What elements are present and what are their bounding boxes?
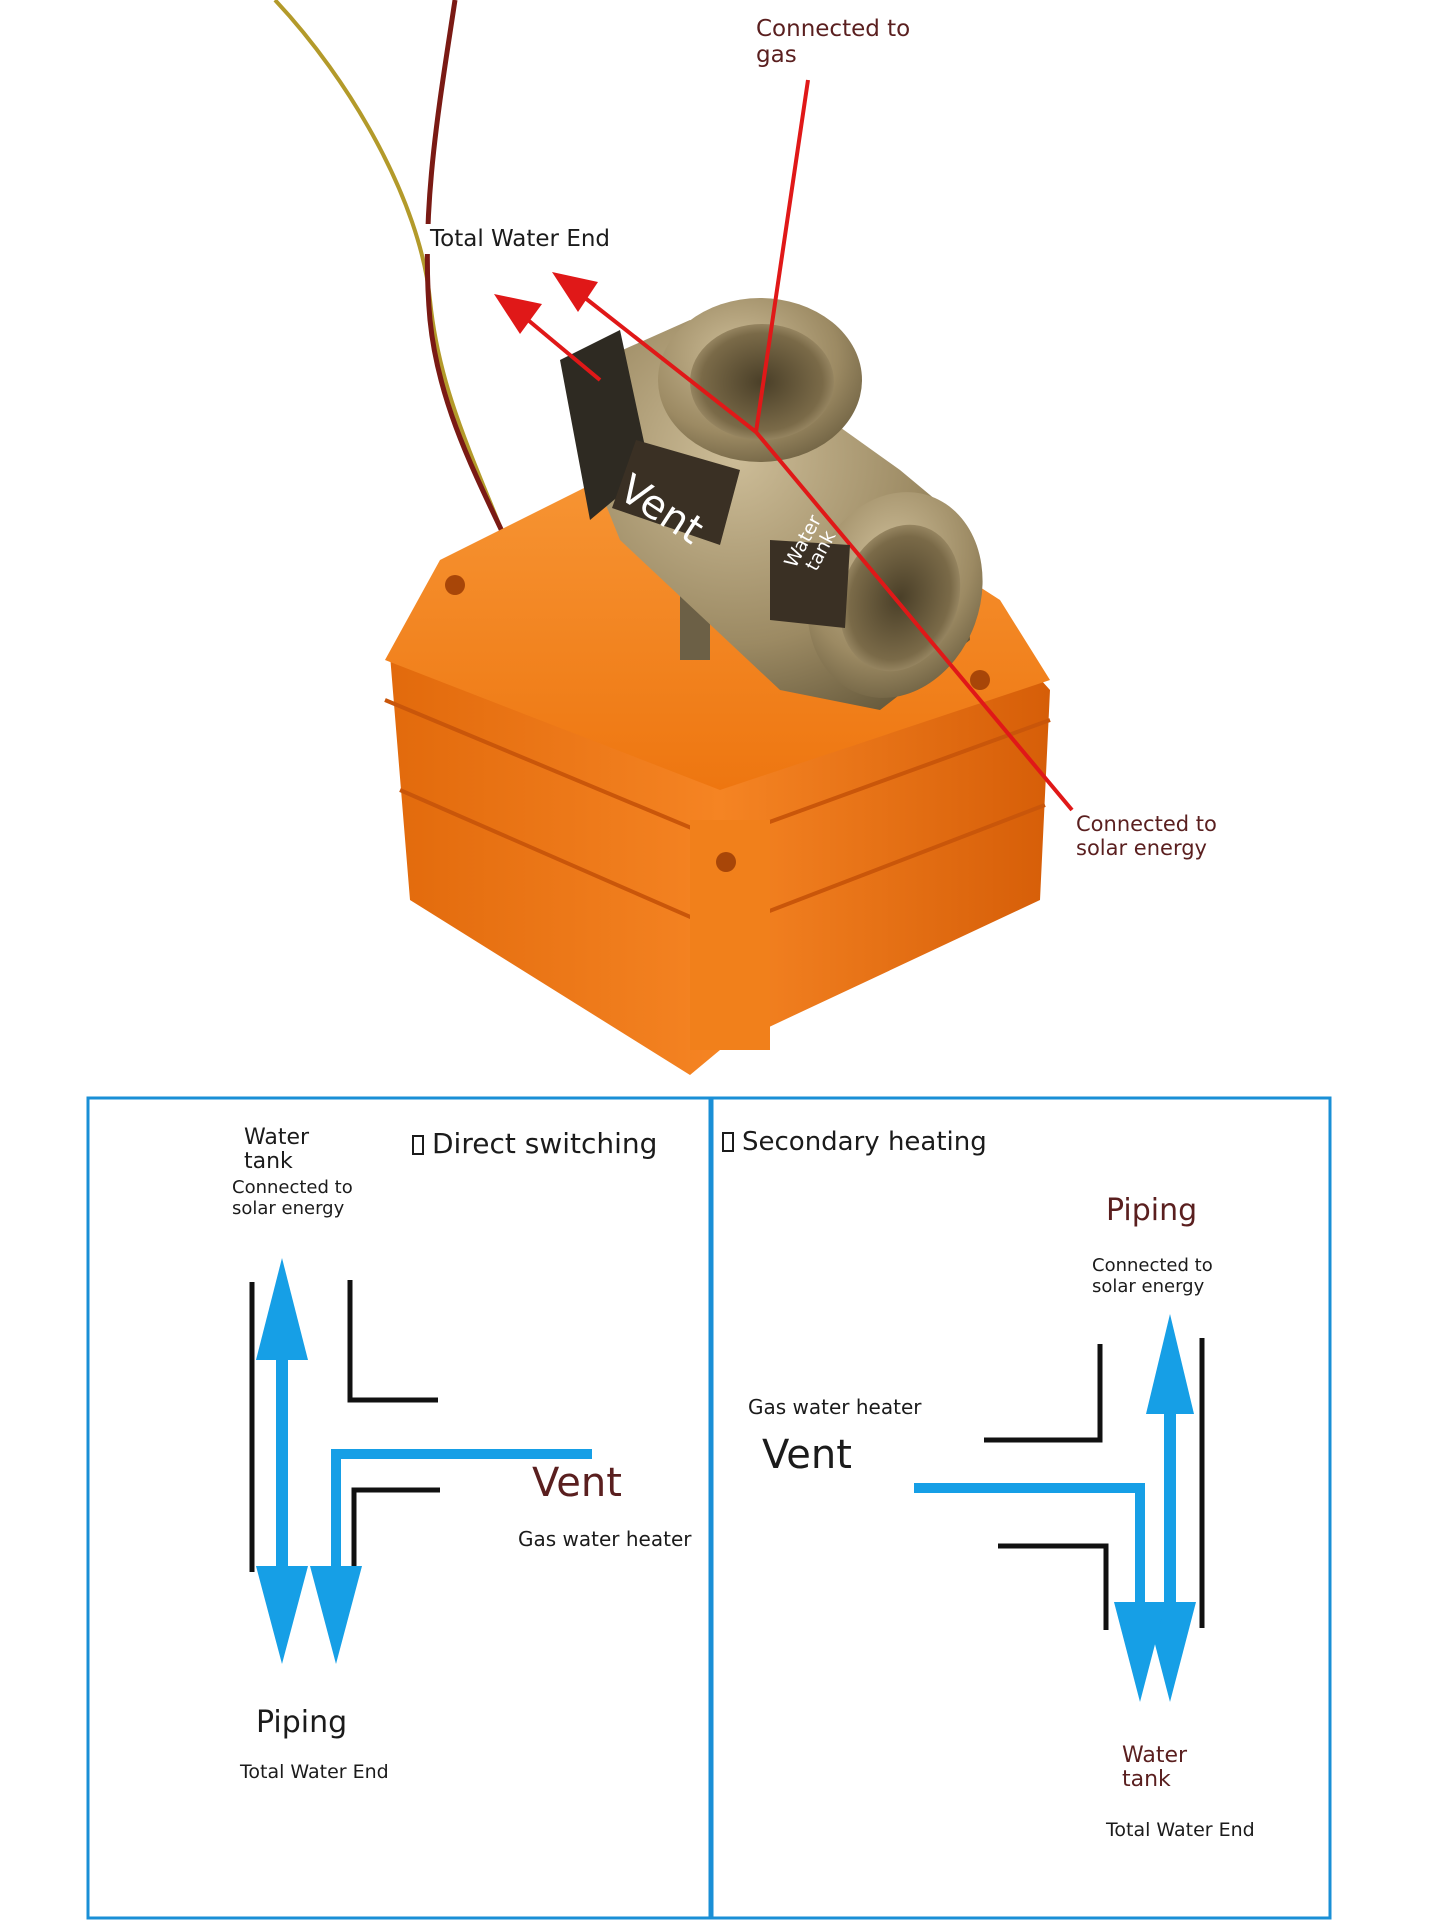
right-diagram: [710, 1096, 1332, 1920]
left-flow-vent: [331, 1449, 592, 1576]
right-wall-upper-elbow: [984, 1344, 1103, 1443]
right-label-solar: Connected to solar energy: [1092, 1255, 1213, 1297]
left-label-vent: Vent: [532, 1460, 622, 1506]
right-diagram-title: Secondary heating: [722, 1127, 987, 1158]
right-arrow-down-2: [1114, 1602, 1166, 1702]
left-arrow-up: [256, 1258, 308, 1360]
left-diagram: [86, 1096, 712, 1920]
left-diagram-title: Direct switching: [412, 1127, 658, 1160]
label-connected-gas: Connected to gas: [756, 16, 911, 69]
label-total-water-end-photo: Total Water End: [424, 224, 617, 255]
tank-tag: [770, 540, 850, 628]
left-title-text: Direct switching: [432, 1127, 658, 1160]
right-label-piping: Piping: [1106, 1193, 1198, 1228]
right-wall-lower-elbow: [998, 1543, 1109, 1630]
wire-red: [424, 0, 533, 593]
square-bullet-icon: [412, 1135, 424, 1155]
left-frame: [86, 1096, 712, 1920]
right-flow-vent: [914, 1483, 1145, 1610]
vent-tag: [612, 440, 740, 545]
actuator-photo: [273, 0, 1074, 1075]
left-arrow-down-2: [310, 1566, 362, 1664]
label-connected-solar-photo: Connected to solar energy: [1076, 812, 1217, 861]
pointer-gas: [754, 79, 810, 433]
right-title-text: Secondary heating: [742, 1127, 987, 1157]
left-label-piping: Piping: [256, 1705, 348, 1740]
right-label-vent: Vent: [762, 1432, 852, 1478]
arrow-total-water-2: [494, 294, 542, 334]
right-frame: [710, 1096, 1332, 1920]
left-label-total-water-end: Total Water End: [240, 1761, 389, 1783]
pointer-total-water-1: [573, 288, 758, 434]
pointer-solar: [754, 430, 1074, 812]
right-label-total-water-end: Total Water End: [1106, 1819, 1255, 1841]
mount-hole-right: [970, 670, 990, 690]
mount-hole-left: [445, 575, 465, 595]
right-label-gas-heater: Gas water heater: [748, 1395, 922, 1419]
square-bullet-icon: [722, 1132, 734, 1152]
mount-hole-front: [716, 852, 736, 872]
left-wall-upper-elbow: [347, 1280, 438, 1403]
right-label-water-tank: Water tank: [1122, 1743, 1188, 1793]
left-label-solar: Connected to solar energy: [232, 1177, 353, 1219]
left-label-water-tank: Water tank: [244, 1125, 310, 1175]
right-arrow-up: [1146, 1314, 1194, 1414]
left-arrow-down-1: [256, 1566, 308, 1664]
arrow-total-water-1: [552, 272, 598, 312]
left-wall-lower-elbow: [351, 1487, 440, 1582]
left-label-gas-heater: Gas water heater: [518, 1527, 692, 1551]
